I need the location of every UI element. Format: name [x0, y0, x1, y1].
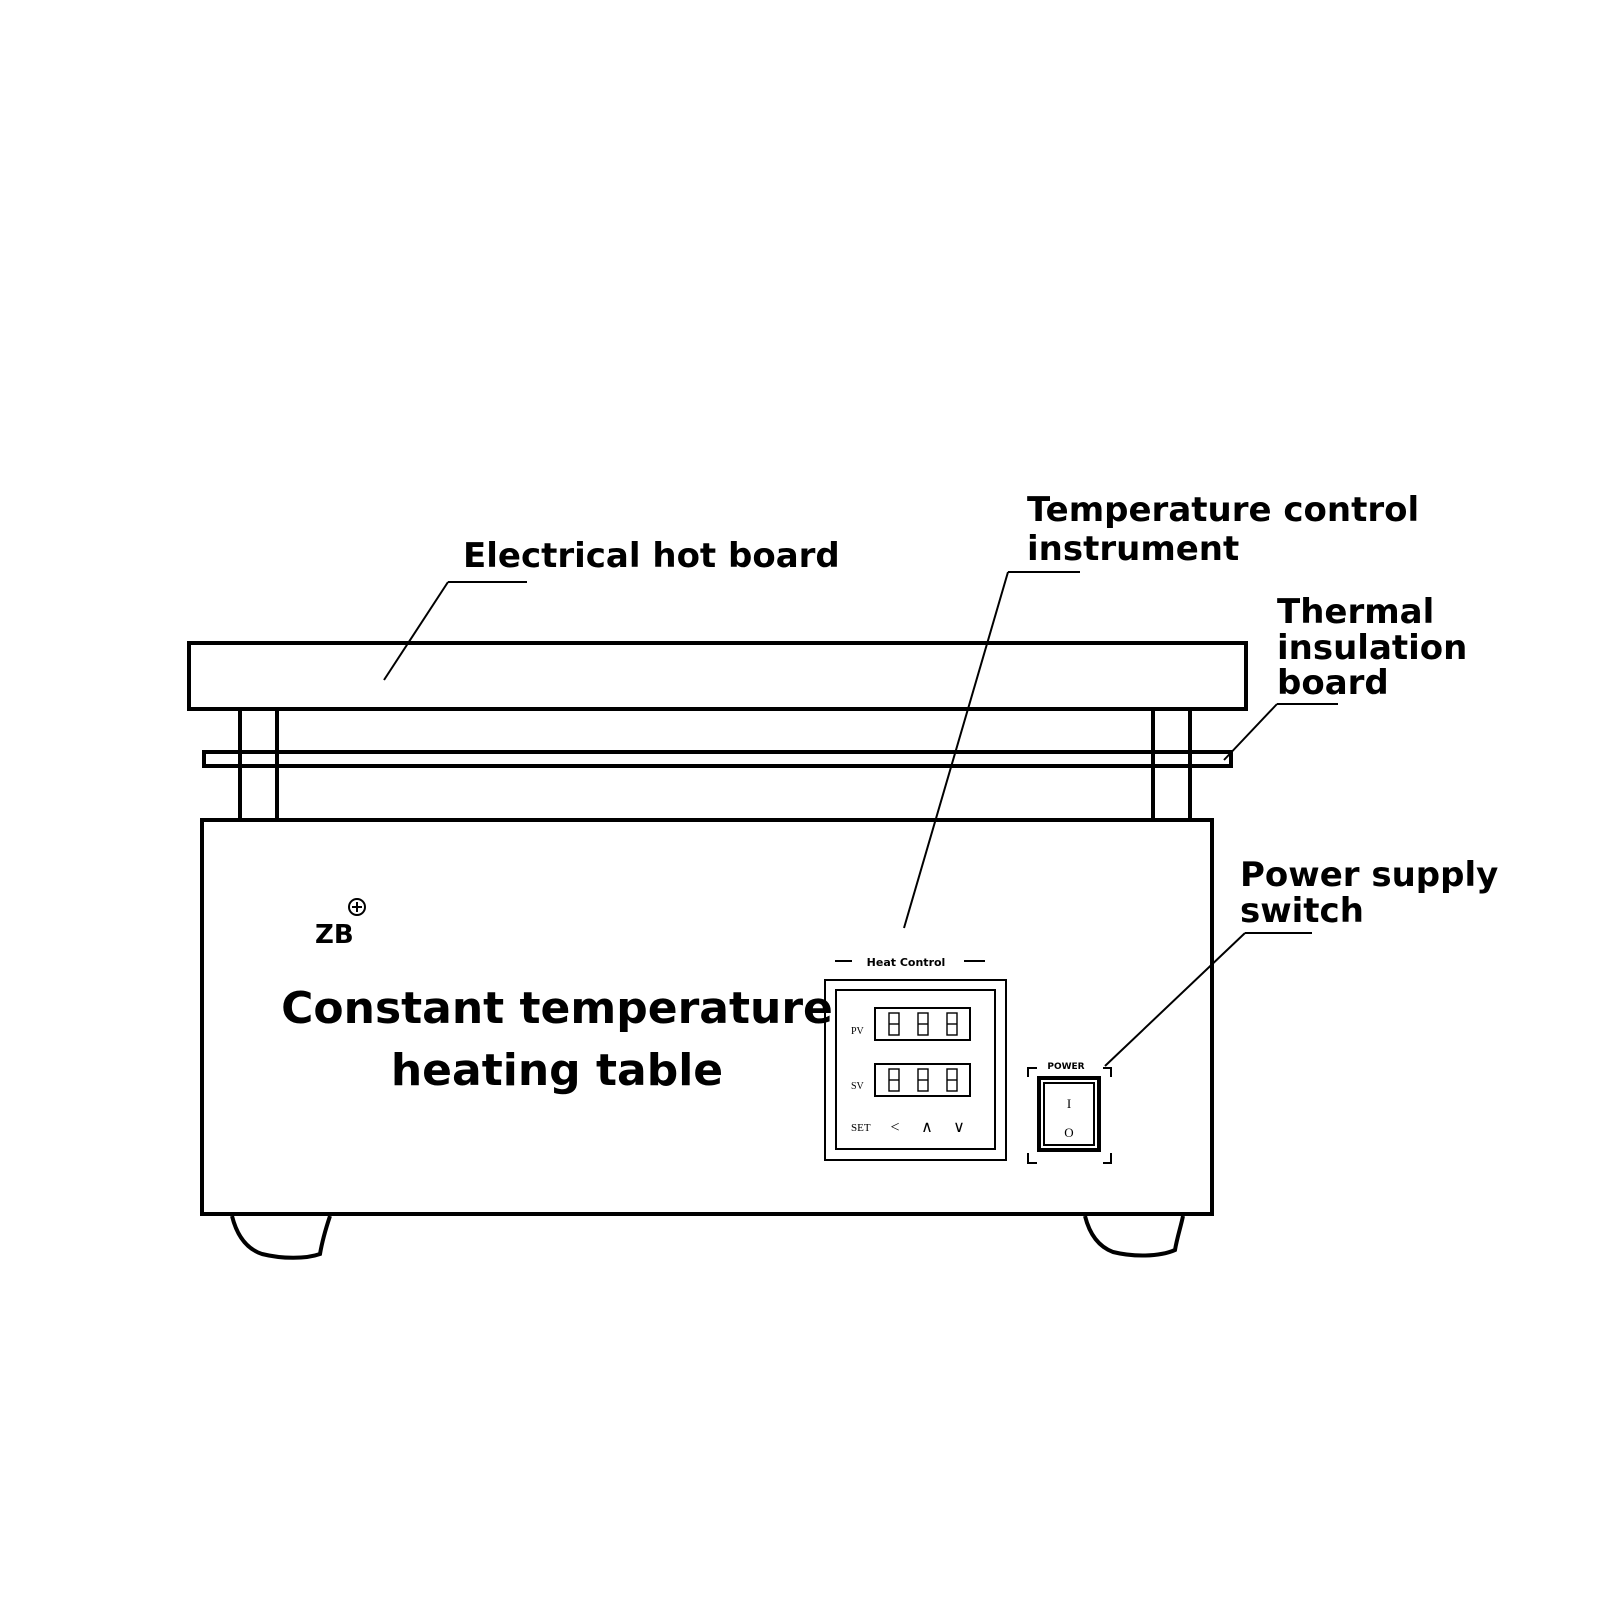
callout-insulation-line3: board: [1277, 663, 1389, 703]
device-body: [200, 818, 1214, 1216]
device-title-line2: heating table: [391, 1045, 723, 1096]
pv-digits: [888, 1012, 958, 1036]
callout-power: Power supply switch: [1104, 855, 1498, 1067]
callout-hot-board-label: Electrical hot board: [463, 536, 840, 576]
temperature-controller: Heat Control PV SV SET < ∧ ∨: [824, 956, 1007, 1161]
callout-insulation-line1: Thermal: [1277, 592, 1434, 632]
power-switch[interactable]: POWER I O: [1027, 1062, 1112, 1164]
pv-label: PV: [851, 1026, 865, 1037]
set-key[interactable]: SET: [851, 1122, 871, 1134]
down-key[interactable]: ∨: [953, 1119, 965, 1136]
controller-header: Heat Control: [867, 956, 946, 969]
callout-temp-control: Temperature control instrument: [903, 490, 1419, 929]
callout-insulation: Thermal insulation board: [1223, 592, 1467, 761]
foot-left: [230, 1215, 332, 1260]
callout-hot-board: Electrical hot board: [383, 536, 840, 681]
post-overlap: [238, 750, 1192, 768]
callout-power-line1: Power supply: [1240, 855, 1498, 895]
power-label: POWER: [1047, 1062, 1084, 1072]
callout-temp-control-line2: instrument: [1027, 529, 1239, 569]
pv-display: [874, 1007, 971, 1041]
brand-logo: ZB: [315, 898, 366, 950]
up-key[interactable]: ∧: [921, 1119, 933, 1136]
sv-display: [874, 1063, 971, 1097]
power-off-symbol: O: [1064, 1125, 1073, 1140]
callout-insulation-line2: insulation: [1277, 628, 1467, 668]
insulation-board: [202, 750, 1233, 768]
callout-power-line2: switch: [1240, 891, 1364, 931]
device-title-line1: Constant temperature: [281, 983, 833, 1034]
sv-digits: [888, 1068, 958, 1092]
brand-text: ZB: [315, 920, 354, 950]
hot-board: [187, 641, 1248, 711]
callout-temp-control-line1: Temperature control: [1027, 490, 1419, 530]
left-key[interactable]: <: [890, 1119, 899, 1136]
sv-label: SV: [851, 1081, 865, 1092]
power-on-symbol: I: [1067, 1096, 1071, 1111]
foot-right: [1083, 1215, 1185, 1258]
